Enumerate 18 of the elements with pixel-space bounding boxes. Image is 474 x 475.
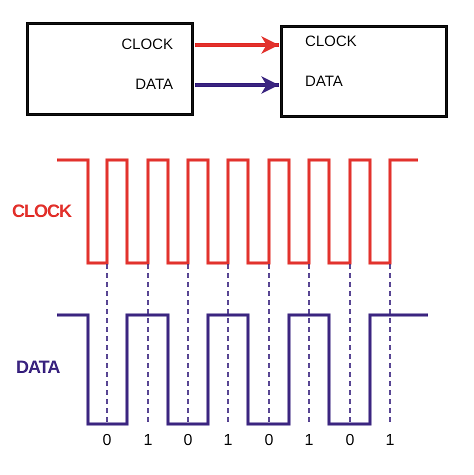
bit-value: 0 (345, 432, 355, 450)
bit-value: 1 (223, 432, 233, 450)
signal-label: DATA (16, 358, 60, 376)
pin-label: CLOCK (305, 33, 357, 51)
device-box (26, 22, 194, 116)
pin-label: DATA (305, 73, 343, 91)
device-box (280, 25, 448, 118)
bit-value: 0 (183, 432, 193, 450)
pin-label: CLOCK (121, 36, 173, 54)
arrow (195, 36, 279, 54)
pin-label: DATA (135, 76, 173, 94)
bit-value: 1 (304, 432, 314, 450)
arrow (195, 76, 279, 94)
bit-value: 0 (264, 432, 274, 450)
bit-value: 1 (385, 432, 395, 450)
bit-value: 1 (143, 432, 153, 450)
bit-value: 0 (102, 432, 112, 450)
signal-label: CLOCK (12, 202, 71, 220)
